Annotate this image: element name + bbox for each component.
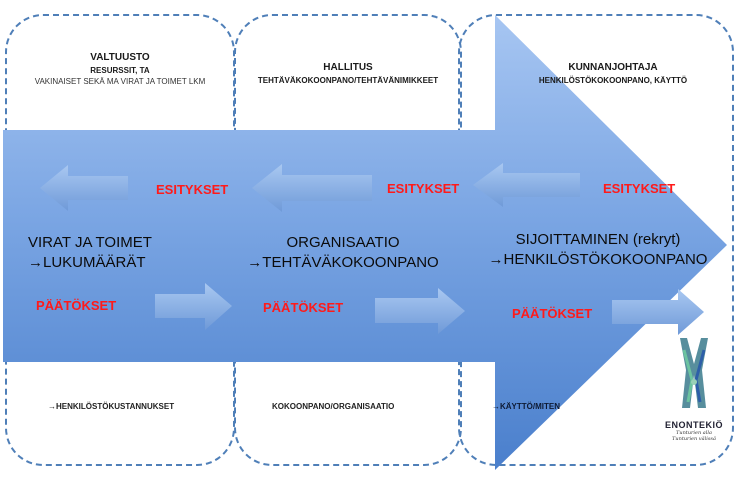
logo-tagline-2: Tunturien välissä [672, 436, 716, 442]
decision-arrow-2 [375, 288, 465, 334]
decision-arrow-1 [155, 283, 232, 330]
valtuusto-subtitle2: VAKINAISET SEKÄ MA VIRAT JA TOIMET LKM [34, 77, 206, 86]
header-hallitus: HALLITUS TEHTÄVÄKOKOONPANO/TEHTÄVÄNIMIKK… [238, 62, 458, 85]
valtuusto-body-line2: →LUKUMÄÄRÄT [28, 254, 146, 271]
body-valtuusto: VIRAT JA TOIMET →LUKUMÄÄRÄT [28, 233, 152, 273]
proposals-label-kunnanjohtaja: ESITYKSET [603, 181, 676, 196]
proposal-arrow-1 [40, 165, 128, 211]
footer-kunnanjohtaja: →KÄYTTÖ/MITEN [492, 402, 560, 411]
hallitus-body-line1: ORGANISAATIO [286, 234, 400, 251]
logo-emblem-icon [680, 338, 708, 408]
footer-hallitus: KOKOONPANO/ORGANISAATIO [272, 402, 395, 411]
footer-valtuusto: →HENKILÖSTÖKUSTANNUKSET [48, 402, 175, 411]
proposal-arrow-2 [252, 164, 372, 212]
valtuusto-body-line1: VIRAT JA TOIMET [28, 234, 152, 251]
proposals-label-hallitus: ESITYKSET [387, 181, 460, 196]
decision-arrow-3 [612, 289, 704, 335]
decisions-label-hallitus: PÄÄTÖKSET [263, 300, 344, 315]
body-kunnanjohtaja: SIJOITTAMINEN (rekryt) →HENKILÖSTÖKOKOON… [478, 230, 718, 270]
proposal-arrow-3 [473, 163, 580, 207]
valtuusto-subtitle: RESURSSIT, TA [90, 66, 150, 75]
header-valtuusto: VALTUUSTO RESURSSIT, TA VAKINAISET SEKÄ … [10, 52, 230, 86]
logo-tagline-1: Tunturien alla [676, 430, 712, 436]
logo-name: ENONTEKIÖ [664, 420, 723, 430]
kunnanjohtaja-subtitle: HENKILÖSTÖKOKOONPANO, KÄYTTÖ [538, 76, 688, 85]
enontekio-logo: ENONTEKIÖ Tunturien alla Tunturien välis… [664, 330, 724, 460]
valtuusto-title: VALTUUSTO [90, 52, 150, 63]
proposals-label-valtuusto: ESITYKSET [156, 182, 229, 197]
hallitus-body-line2: →TEHTÄVÄKOKOONPANO [247, 254, 439, 271]
hallitus-title: HALLITUS [323, 62, 373, 73]
header-kunnanjohtaja: KUNNANJOHTAJA HENKILÖSTÖKOKOONPANO, KÄYT… [496, 62, 730, 85]
decisions-label-valtuusto: PÄÄTÖKSET [36, 298, 117, 313]
decisions-label-kunnanjohtaja: PÄÄTÖKSET [512, 306, 593, 321]
big-flow-arrow [3, 15, 727, 470]
body-hallitus: ORGANISAATIO →TEHTÄVÄKOKOONPANO [243, 233, 443, 273]
hallitus-subtitle: TEHTÄVÄKOKOONPANO/TEHTÄVÄNIMIKKEET [257, 76, 439, 85]
kunnanjohtaja-title: KUNNANJOHTAJA [568, 62, 658, 73]
kunnanjohtaja-body-line2: →HENKILÖSTÖKOKOONPANO [488, 251, 708, 268]
kunnanjohtaja-body-line1: SIJOITTAMINEN (rekryt) [515, 231, 681, 248]
